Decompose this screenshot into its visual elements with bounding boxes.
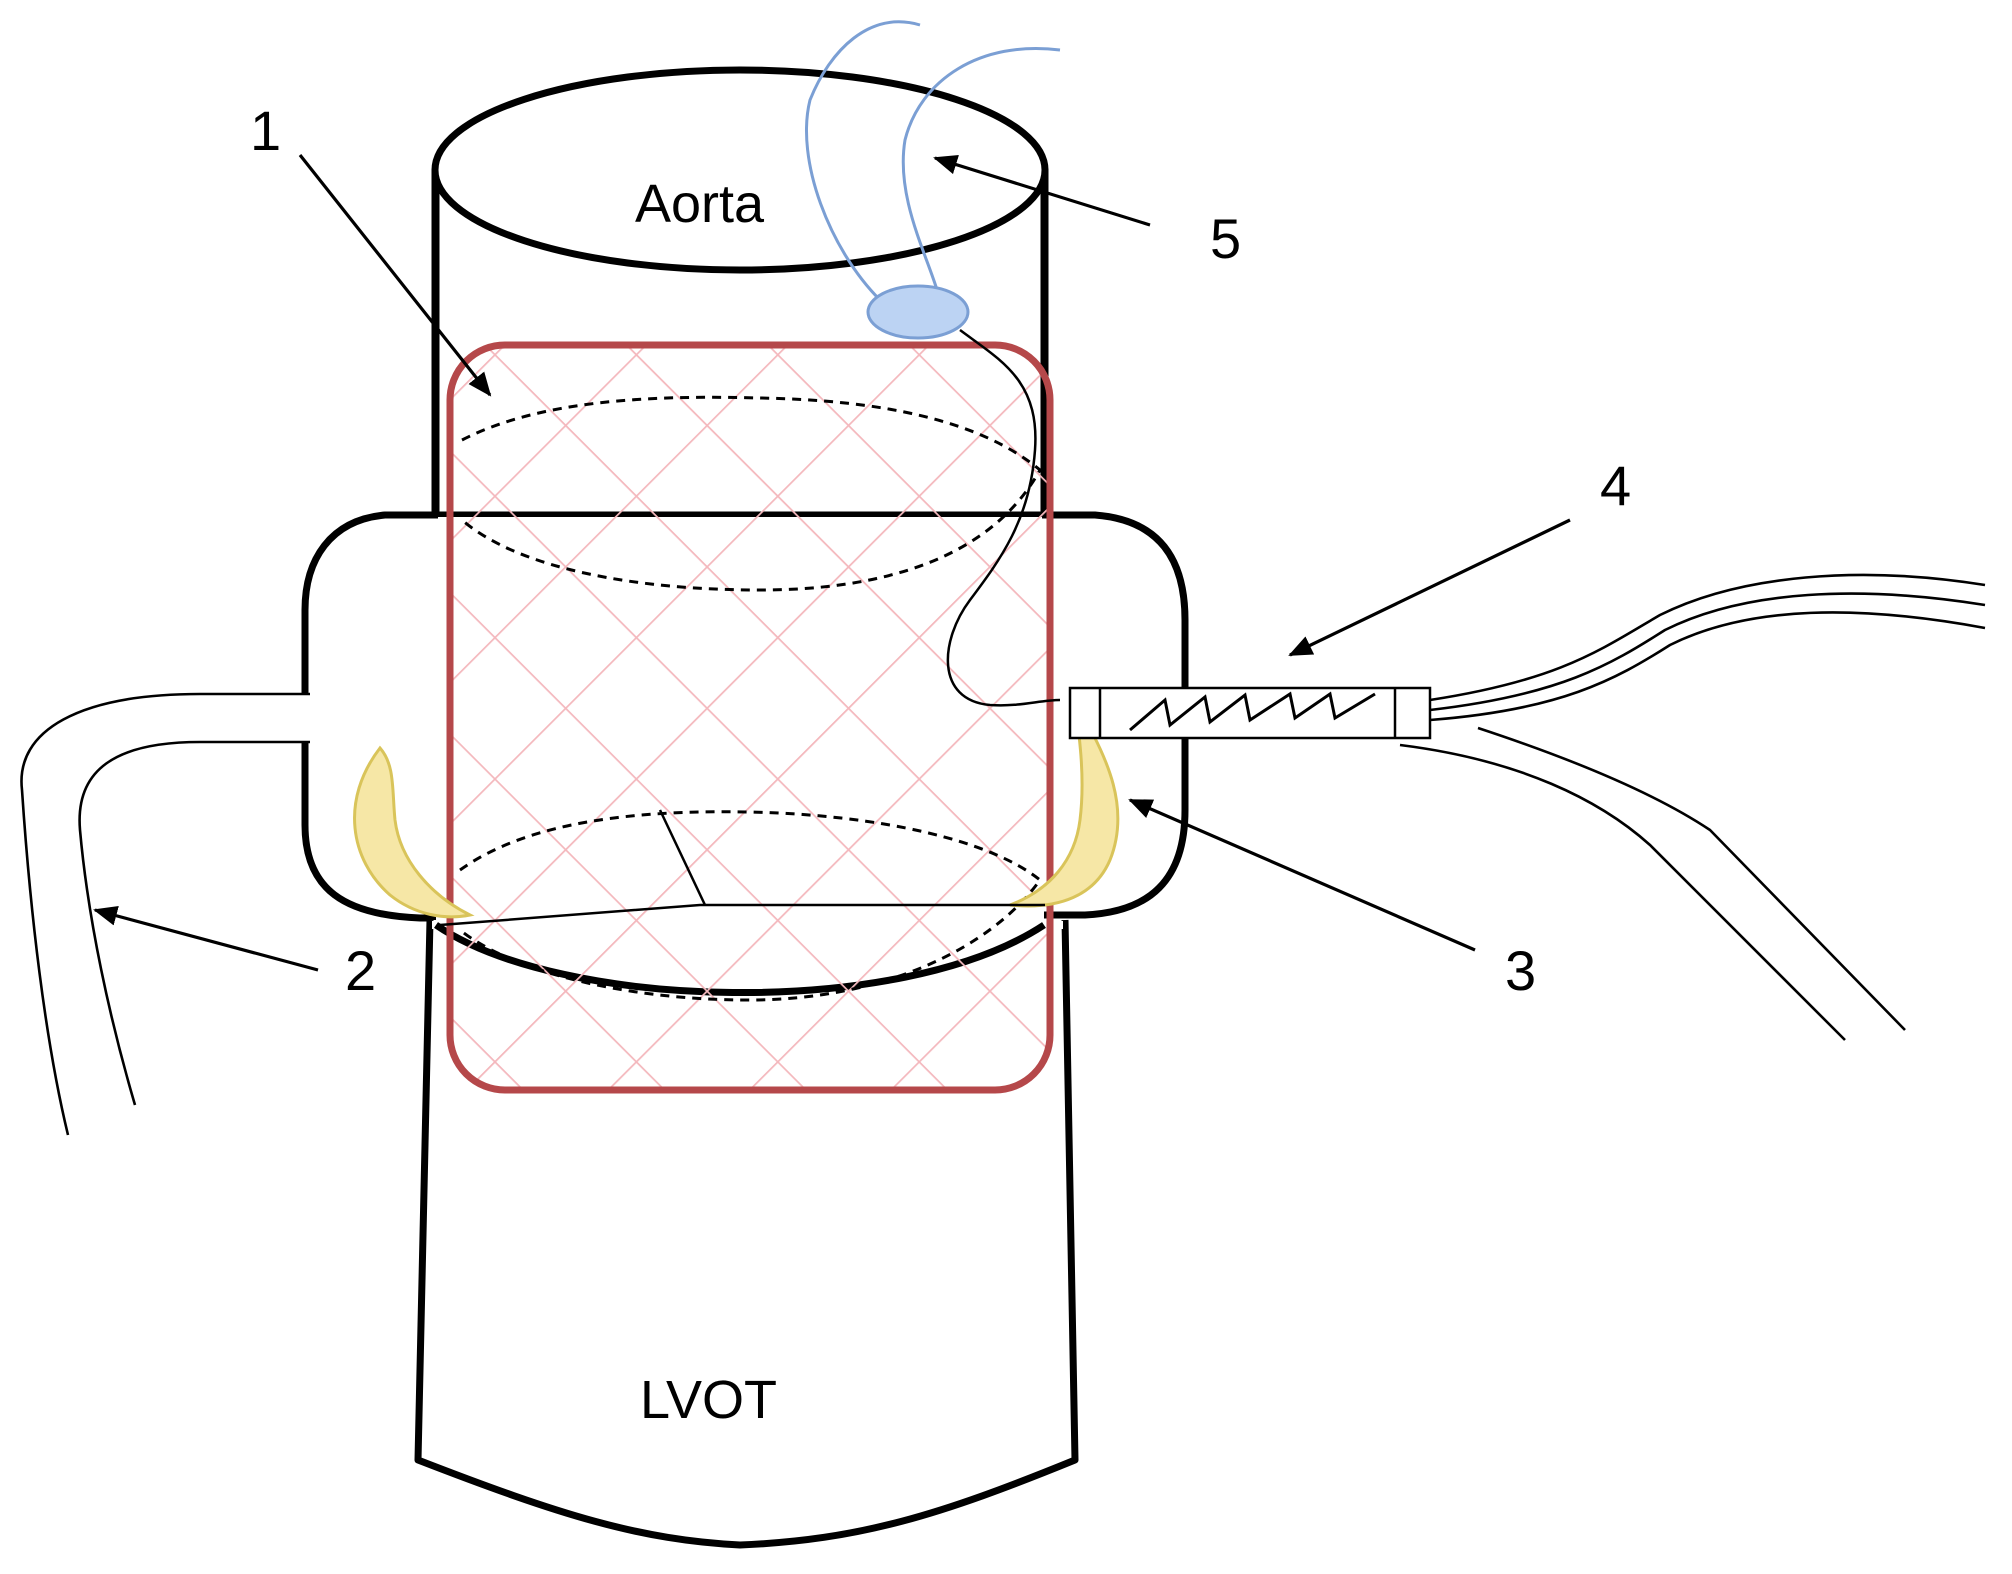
native-leaflet-left	[353, 745, 475, 919]
callout-3: 3	[1505, 939, 1536, 1002]
callout-1: 1	[250, 99, 281, 162]
arrow-icon	[93, 154, 1571, 972]
coronary-artery	[20, 692, 310, 1136]
cutting-wire	[439, 328, 1061, 927]
callout-5: 5	[1210, 207, 1241, 270]
callout-4: 4	[1600, 454, 1631, 517]
guide-wire	[805, 20, 1061, 340]
delivery-catheter-lines	[1429, 573, 1986, 722]
catheter-device	[1068, 686, 1432, 740]
lvot-label: LVOT	[640, 1370, 777, 1430]
stent-frame	[446, 341, 1054, 1094]
femoral-vessel	[1399, 726, 1906, 1041]
callout-2: 2	[345, 939, 376, 1002]
aorta-label: Aorta	[635, 174, 765, 234]
dashed-rings	[459, 395, 1043, 1002]
